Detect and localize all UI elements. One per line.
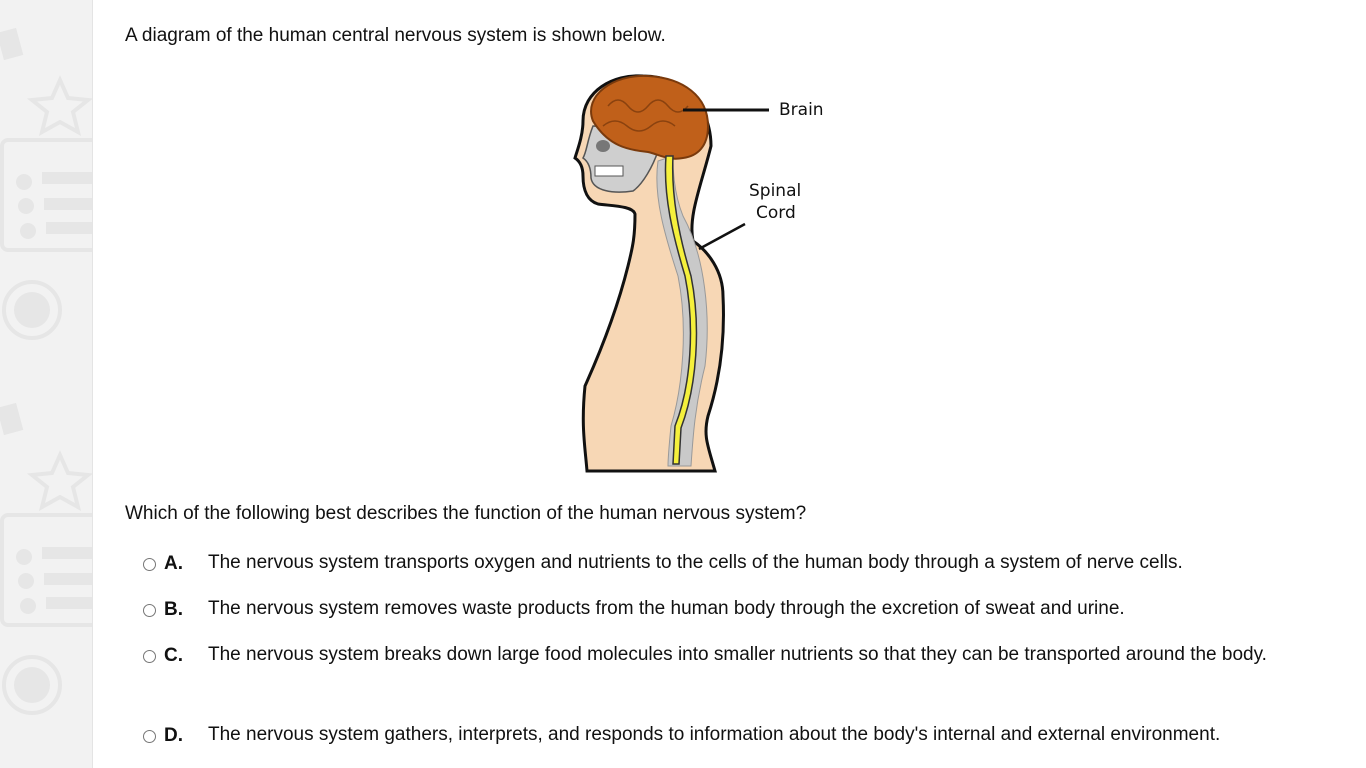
choice-letter: C. <box>164 645 183 666</box>
choice-text: The nervous system breaks down large foo… <box>208 644 1267 665</box>
choice-text: The nervous system transports oxygen and… <box>208 552 1183 573</box>
radio-button[interactable] <box>143 730 156 743</box>
choice-letter: D. <box>164 725 183 746</box>
question-text: Which of the following best describes th… <box>125 503 807 524</box>
radio-button[interactable] <box>143 650 156 663</box>
spinal-cord <box>664 155 698 465</box>
choice-d[interactable]: D. The nervous system gathers, interpret… <box>143 724 1288 752</box>
choice-letter: B. <box>164 599 183 620</box>
choice-c[interactable]: C. The nervous system breaks down large … <box>143 644 1288 672</box>
sidebar-pattern-icon <box>0 27 92 715</box>
brain <box>590 74 710 160</box>
radio-button[interactable] <box>143 604 156 617</box>
spinal-cord-label-line1: Spinal <box>749 181 801 201</box>
choice-letter: A. <box>164 553 183 574</box>
choice-text: The nervous system removes waste product… <box>208 598 1125 619</box>
brain-label: Brain <box>779 100 824 120</box>
nervous-system-diagram: Brain Spinal Cord <box>573 74 824 473</box>
choice-b[interactable]: B. The nervous system removes waste prod… <box>143 598 1288 626</box>
intro-text: A diagram of the human central nervous s… <box>125 25 666 46</box>
radio-button[interactable] <box>143 558 156 571</box>
choice-text: The nervous system gathers, interprets, … <box>208 724 1221 745</box>
spinal-cord-label-line2: Cord <box>756 203 796 223</box>
spine <box>656 155 708 467</box>
choice-a[interactable]: A. The nervous system transports oxygen … <box>143 552 1288 580</box>
decorative-sidebar <box>0 0 93 768</box>
